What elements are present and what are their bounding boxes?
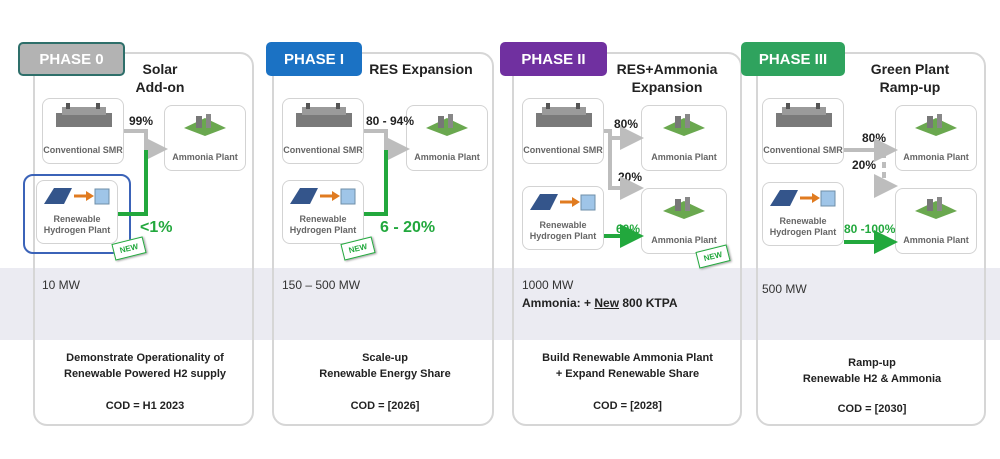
phase-2-panel [512,52,742,426]
phase-1-pct-green: 6 - 20% [380,219,436,236]
smr-label: Conventional SMR [43,145,123,155]
ammonia-label: Ammonia Plant [172,152,238,162]
ammonia-label: Ammonia Plant [651,235,717,245]
phase-2-description: Build Renewable Ammonia Plant+ Expand Re… [542,352,713,380]
phase-0-ammonia-card: Ammonia Plant [164,105,246,171]
solar-hydrogen-icon [290,188,356,205]
phase-2-capacity: 1000 MW [522,278,574,292]
ammonia-label: Ammonia Plant [903,235,969,245]
phase-2-gray-arrow [604,126,644,150]
smr-plant-icon [776,103,832,127]
smr-plant-icon [536,103,592,127]
phase-3-tag: PHASE III [741,42,845,76]
phase-0-capacity: 10 MW [42,278,81,292]
phase-0-panel [33,52,254,426]
phase-1-cod: COD = [2026] [350,400,420,412]
phase-1-ammonia-card: Ammonia Plant [406,105,488,171]
solar-hydrogen-icon [44,188,110,205]
phase-1-green-arrow [364,150,388,216]
ammonia-label: Ammonia Plant [414,152,480,162]
smr-label: Conventional SMR [763,145,843,155]
phase-1-hydrogen-card: Renewable Hydrogen Plant [282,180,364,244]
phase-0-pct-green: <1% [140,219,173,236]
phase-2-ammonia2-card: Ammonia Plant [641,188,727,254]
phase-2-ammonia-card: Ammonia Plant [641,105,727,171]
phase-1-gray-arrow [364,129,410,161]
phase-0-green-arrow [118,150,148,216]
phase-3-ammonia-card: Ammonia Plant [895,105,977,171]
smr-plant-icon [296,103,352,127]
phase-1-title: RES Expansion [369,61,473,77]
hydrogen-label: Renewable Hydrogen Plant [43,214,111,235]
phase-2-tag: PHASE II [500,42,607,76]
phase-0-pct-gray: 99% [129,114,154,128]
ammonia-plant-icon [426,114,468,136]
phase-3-gray-dashed-arrow [874,152,898,198]
phase-3-pct-gray2: 20% [852,158,877,172]
hydrogen-label: Renewable Hydrogen Plant [289,214,357,235]
solar-hydrogen-icon [770,190,836,207]
phase-2-gray-arrow-2 [608,138,644,200]
capacity-band [0,268,1000,340]
phase-2-cod: COD = [2028] [593,400,662,412]
phase-0-gray-arrow [124,129,168,161]
phase-3-panel [756,52,986,426]
hydrogen-label: Renewable Hydrogen Plant [529,220,597,241]
ammonia-plant-icon [663,197,705,219]
hydrogen-label: Renewable Hydrogen Plant [769,216,837,237]
phase-3-ammonia2-card: Ammonia Plant [895,188,977,254]
ammonia-plant-icon [915,114,957,136]
phase-3-capacity: 500 MW [762,282,807,296]
ammonia-label: Ammonia Plant [651,152,717,162]
phase-0-cod: COD = H1 2023 [105,400,185,412]
ammonia-label: Ammonia Plant [903,152,969,162]
smr-label: Conventional SMR [283,145,363,155]
phase-1-tag: PHASE I [266,42,362,76]
phase-0-tag: PHASE 0 [18,42,125,76]
smr-plant-icon [56,103,112,127]
ammonia-plant-icon [915,197,957,219]
smr-label: Conventional SMR [523,145,603,155]
phase-1-pct-gray: 80 - 94% [366,114,415,128]
phase-1-capacity: 150 – 500 MW [282,278,361,292]
solar-hydrogen-icon [530,194,596,211]
ammonia-plant-icon [663,114,705,136]
phase-1-panel [272,52,494,426]
ammonia-plant-icon [184,114,226,136]
phase-3-cod: COD = [2030] [837,403,907,415]
phase-2-ammonia-note: Ammonia: + New 800 KTPA [522,296,678,310]
